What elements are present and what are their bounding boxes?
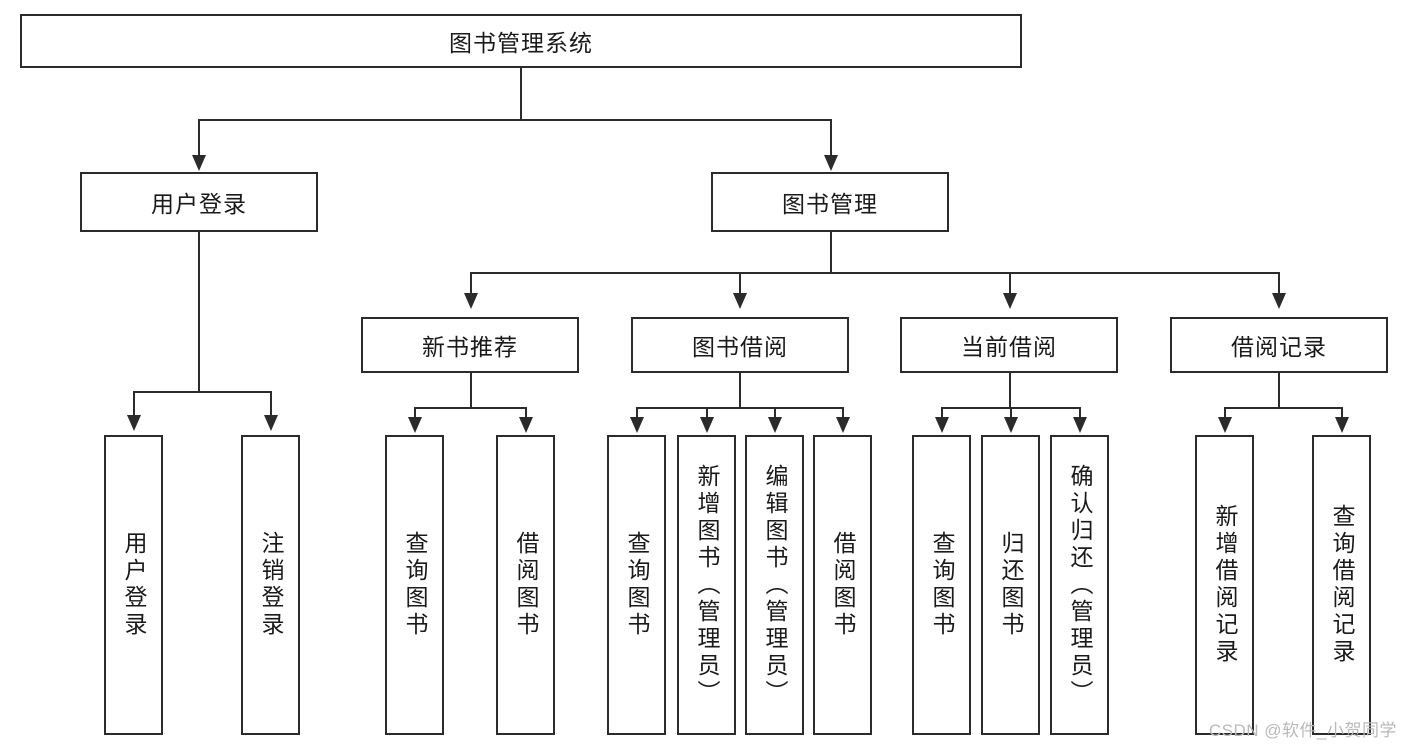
node-label: 新增图书（管理员） xyxy=(694,463,720,707)
node-label: 图书借阅 xyxy=(692,334,788,360)
node-label: 借阅图书 xyxy=(513,531,539,639)
arrow-current-borrow-leaf-3 xyxy=(1073,417,1087,433)
edge-new-book-recommend-leaf-1 xyxy=(414,407,416,419)
edge-to-book-borrow xyxy=(739,272,741,295)
leaf-user-login-logout[interactable]: 注销登录 xyxy=(241,435,300,735)
arrow-borrow-record-leaf-2 xyxy=(1335,417,1349,433)
arrow-to-book-management xyxy=(824,155,838,171)
edge-new-book-recommend-stem xyxy=(470,373,472,408)
leaf-borrow-record-query-record[interactable]: 查询借阅记录 xyxy=(1312,435,1371,735)
leaf-current-borrow-confirm-return-admin[interactable]: 确认归还（管理员） xyxy=(1050,435,1109,735)
arrow-new-book-recommend-leaf-2 xyxy=(519,417,533,433)
node-label: 新增借阅记录 xyxy=(1212,504,1238,666)
edge-current-borrow-leaf-1 xyxy=(941,407,943,419)
edge-book-management-stem xyxy=(830,232,832,273)
leaf-borrow-record-add-record[interactable]: 新增借阅记录 xyxy=(1195,435,1254,735)
node-label: 查询图书 xyxy=(402,531,428,639)
arrow-book-borrow-leaf-4 xyxy=(836,417,850,433)
arrow-current-borrow-leaf-1 xyxy=(935,417,949,433)
leaf-new-book-recommend-query-book[interactable]: 查询图书 xyxy=(385,435,444,735)
leaf-book-borrow-borrow-book[interactable]: 借阅图书 xyxy=(813,435,872,735)
arrow-book-borrow-leaf-1 xyxy=(630,417,644,433)
arrow-to-new-book-recommend xyxy=(464,293,478,309)
node-label: 确认归还（管理员） xyxy=(1067,463,1093,707)
edge-borrow-record-leaf-1 xyxy=(1224,407,1226,419)
node-label: 新书推荐 xyxy=(422,334,518,360)
edge-user-login-bus xyxy=(133,391,271,393)
leaf-book-borrow-query-book[interactable]: 查询图书 xyxy=(607,435,666,735)
arrow-user-login-leaf-1 xyxy=(127,415,141,431)
leaf-current-borrow-return-book[interactable]: 归还图书 xyxy=(981,435,1040,735)
arrow-book-borrow-leaf-3 xyxy=(768,417,782,433)
edge-book-borrow-stem xyxy=(739,373,741,408)
edge-book-borrow-bus xyxy=(636,407,843,409)
edge-to-current-borrow xyxy=(1009,272,1011,295)
edge-book-borrow-leaf-3 xyxy=(774,407,776,419)
node-label: 归还图书 xyxy=(998,531,1024,639)
node-borrow-record[interactable]: 借阅记录 xyxy=(1170,317,1388,373)
leaf-book-borrow-edit-book-admin[interactable]: 编辑图书（管理员） xyxy=(745,435,804,735)
node-label: 借阅图书 xyxy=(830,531,856,639)
edge-borrow-record-bus xyxy=(1224,407,1342,409)
arrow-to-borrow-record xyxy=(1272,293,1286,309)
edge-book-borrow-leaf-1 xyxy=(636,407,638,419)
node-label: 图书管理系统 xyxy=(449,30,593,56)
edge-user-login-leaf-2 xyxy=(270,391,272,417)
node-label: 注销登录 xyxy=(258,531,284,639)
node-book-management[interactable]: 图书管理 xyxy=(711,172,949,232)
arrow-user-login-leaf-2 xyxy=(264,415,278,431)
edge-current-borrow-stem xyxy=(1009,373,1011,408)
edge-book-borrow-leaf-2 xyxy=(706,407,708,419)
edge-current-borrow-leaf-2 xyxy=(1010,407,1012,419)
node-root-book-management-system[interactable]: 图书管理系统 xyxy=(20,14,1022,68)
edge-user-login-stem xyxy=(198,232,200,392)
edge-level1-bus xyxy=(198,119,832,121)
edge-to-new-book-recommend xyxy=(470,272,472,295)
edge-new-book-recommend-bus xyxy=(414,407,526,409)
arrow-to-current-borrow xyxy=(1003,293,1017,309)
node-label: 图书管理 xyxy=(782,191,878,217)
node-label: 查询图书 xyxy=(929,531,955,639)
arrow-current-borrow-leaf-2 xyxy=(1004,417,1018,433)
node-current-borrow[interactable]: 当前借阅 xyxy=(900,317,1118,373)
leaf-current-borrow-query-book[interactable]: 查询图书 xyxy=(912,435,971,735)
leaf-book-borrow-add-book-admin[interactable]: 新增图书（管理员） xyxy=(677,435,736,735)
arrow-to-user-login xyxy=(192,155,206,171)
node-label: 编辑图书（管理员） xyxy=(762,463,788,707)
node-label: 用户登录 xyxy=(151,191,247,217)
edge-user-login-leaf-1 xyxy=(133,391,135,417)
edge-book-borrow-leaf-4 xyxy=(842,407,844,419)
node-book-borrow[interactable]: 图书借阅 xyxy=(631,317,849,373)
arrow-new-book-recommend-leaf-1 xyxy=(408,417,422,433)
edge-new-book-recommend-leaf-2 xyxy=(525,407,527,419)
arrow-to-book-borrow xyxy=(733,293,747,309)
node-label: 查询借阅记录 xyxy=(1329,504,1355,666)
node-user-login[interactable]: 用户登录 xyxy=(80,172,318,232)
edge-current-borrow-leaf-3 xyxy=(1079,407,1081,419)
node-new-book-recommend[interactable]: 新书推荐 xyxy=(361,317,579,373)
edge-to-user-login xyxy=(198,119,200,157)
edge-root-stem xyxy=(520,68,522,120)
node-label: 借阅记录 xyxy=(1231,334,1327,360)
leaf-new-book-recommend-borrow-book[interactable]: 借阅图书 xyxy=(496,435,555,735)
node-label: 用户登录 xyxy=(121,531,147,639)
edge-book-management-bus xyxy=(470,272,1279,274)
edge-borrow-record-stem xyxy=(1278,373,1280,408)
edge-to-borrow-record xyxy=(1278,272,1280,295)
edge-to-book-management xyxy=(830,119,832,157)
node-label: 查询图书 xyxy=(624,531,650,639)
node-label: 当前借阅 xyxy=(961,334,1057,360)
leaf-user-login-login[interactable]: 用户登录 xyxy=(104,435,163,735)
edge-borrow-record-leaf-2 xyxy=(1341,407,1343,419)
arrow-book-borrow-leaf-2 xyxy=(700,417,714,433)
arrow-borrow-record-leaf-1 xyxy=(1218,417,1232,433)
